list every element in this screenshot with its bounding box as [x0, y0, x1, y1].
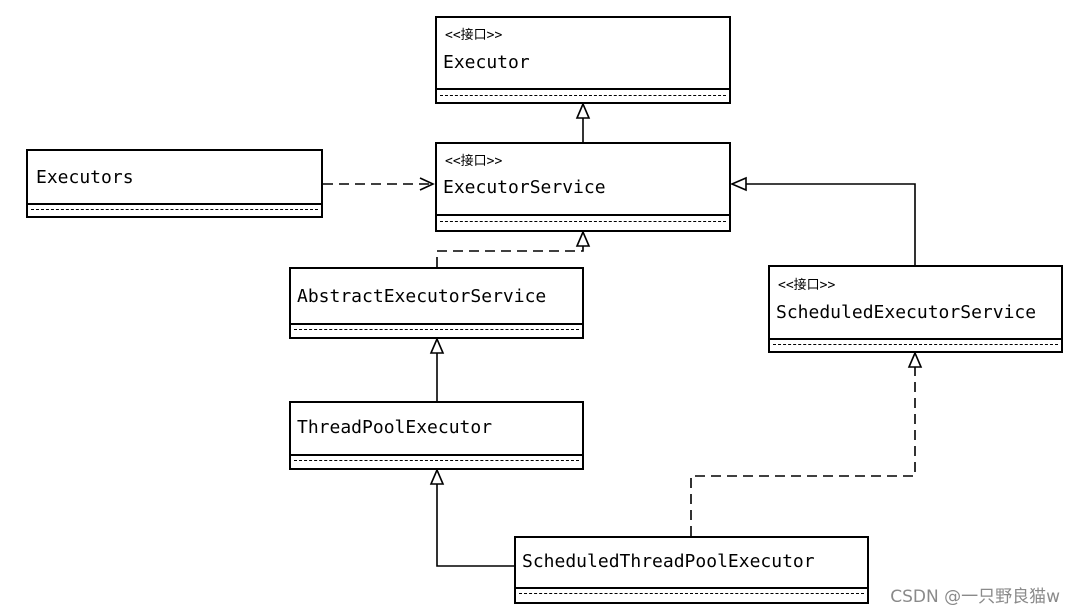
- empty-compartment: [440, 95, 726, 96]
- edge-abstractexecutorservice-executorservice: [436, 246, 584, 267]
- empty-compartment: [519, 593, 864, 594]
- edge-scheduledthreadpoolexecutor-threadpoolexecutor: [436, 484, 514, 567]
- class-name: ScheduledExecutorService: [776, 302, 1037, 323]
- compartment-divider: [516, 587, 867, 589]
- compartment-divider: [437, 88, 729, 90]
- class-box-executor: <<接口>> Executor: [435, 16, 731, 104]
- stereotype-label: <<接口>>: [445, 28, 503, 43]
- empty-compartment: [294, 460, 579, 461]
- empty-compartment: [773, 344, 1058, 345]
- compartment-divider: [291, 323, 582, 325]
- compartment-divider: [291, 454, 582, 456]
- class-name: ScheduledThreadPoolExecutor: [522, 551, 815, 572]
- class-box-abstractexecutorservice: AbstractExecutorService: [289, 267, 584, 339]
- triangle-arrowhead: [429, 336, 445, 354]
- triangle-arrowhead: [575, 229, 591, 247]
- class-name: Executor: [443, 52, 530, 73]
- triangle-arrowhead: [907, 350, 923, 368]
- triangle-arrowhead: [729, 176, 747, 192]
- edge-scheduledthreadpoolexecutor-scheduledexecutorservice: [690, 367, 916, 536]
- class-name: ExecutorService: [443, 177, 606, 198]
- class-name: Executors: [36, 167, 134, 188]
- triangle-arrowhead: [575, 101, 591, 119]
- class-box-executorservice: <<接口>> ExecutorService: [435, 142, 731, 232]
- stereotype-label: <<接口>>: [445, 154, 503, 169]
- class-box-executors: Executors: [26, 149, 323, 218]
- compartment-divider: [437, 214, 729, 216]
- empty-compartment: [31, 209, 318, 210]
- triangle-arrowhead: [429, 467, 445, 485]
- empty-compartment: [440, 221, 726, 222]
- edge-scheduledexecutorservice-executorservice: [746, 183, 916, 265]
- empty-compartment: [294, 329, 579, 330]
- class-name: ThreadPoolExecutor: [297, 417, 493, 438]
- stereotype-label: <<接口>>: [778, 278, 836, 293]
- compartment-divider: [770, 338, 1061, 340]
- compartment-divider: [28, 203, 321, 205]
- class-name: AbstractExecutorService: [297, 286, 547, 307]
- class-box-scheduledexecutorservice: <<接口>> ScheduledExecutorService: [768, 265, 1063, 353]
- open-arrowhead: [419, 177, 435, 191]
- class-box-scheduledthreadpoolexecutor: ScheduledThreadPoolExecutor: [514, 536, 869, 604]
- watermark: CSDN @一只野良猫w: [890, 587, 1060, 607]
- class-box-threadpoolexecutor: ThreadPoolExecutor: [289, 401, 584, 470]
